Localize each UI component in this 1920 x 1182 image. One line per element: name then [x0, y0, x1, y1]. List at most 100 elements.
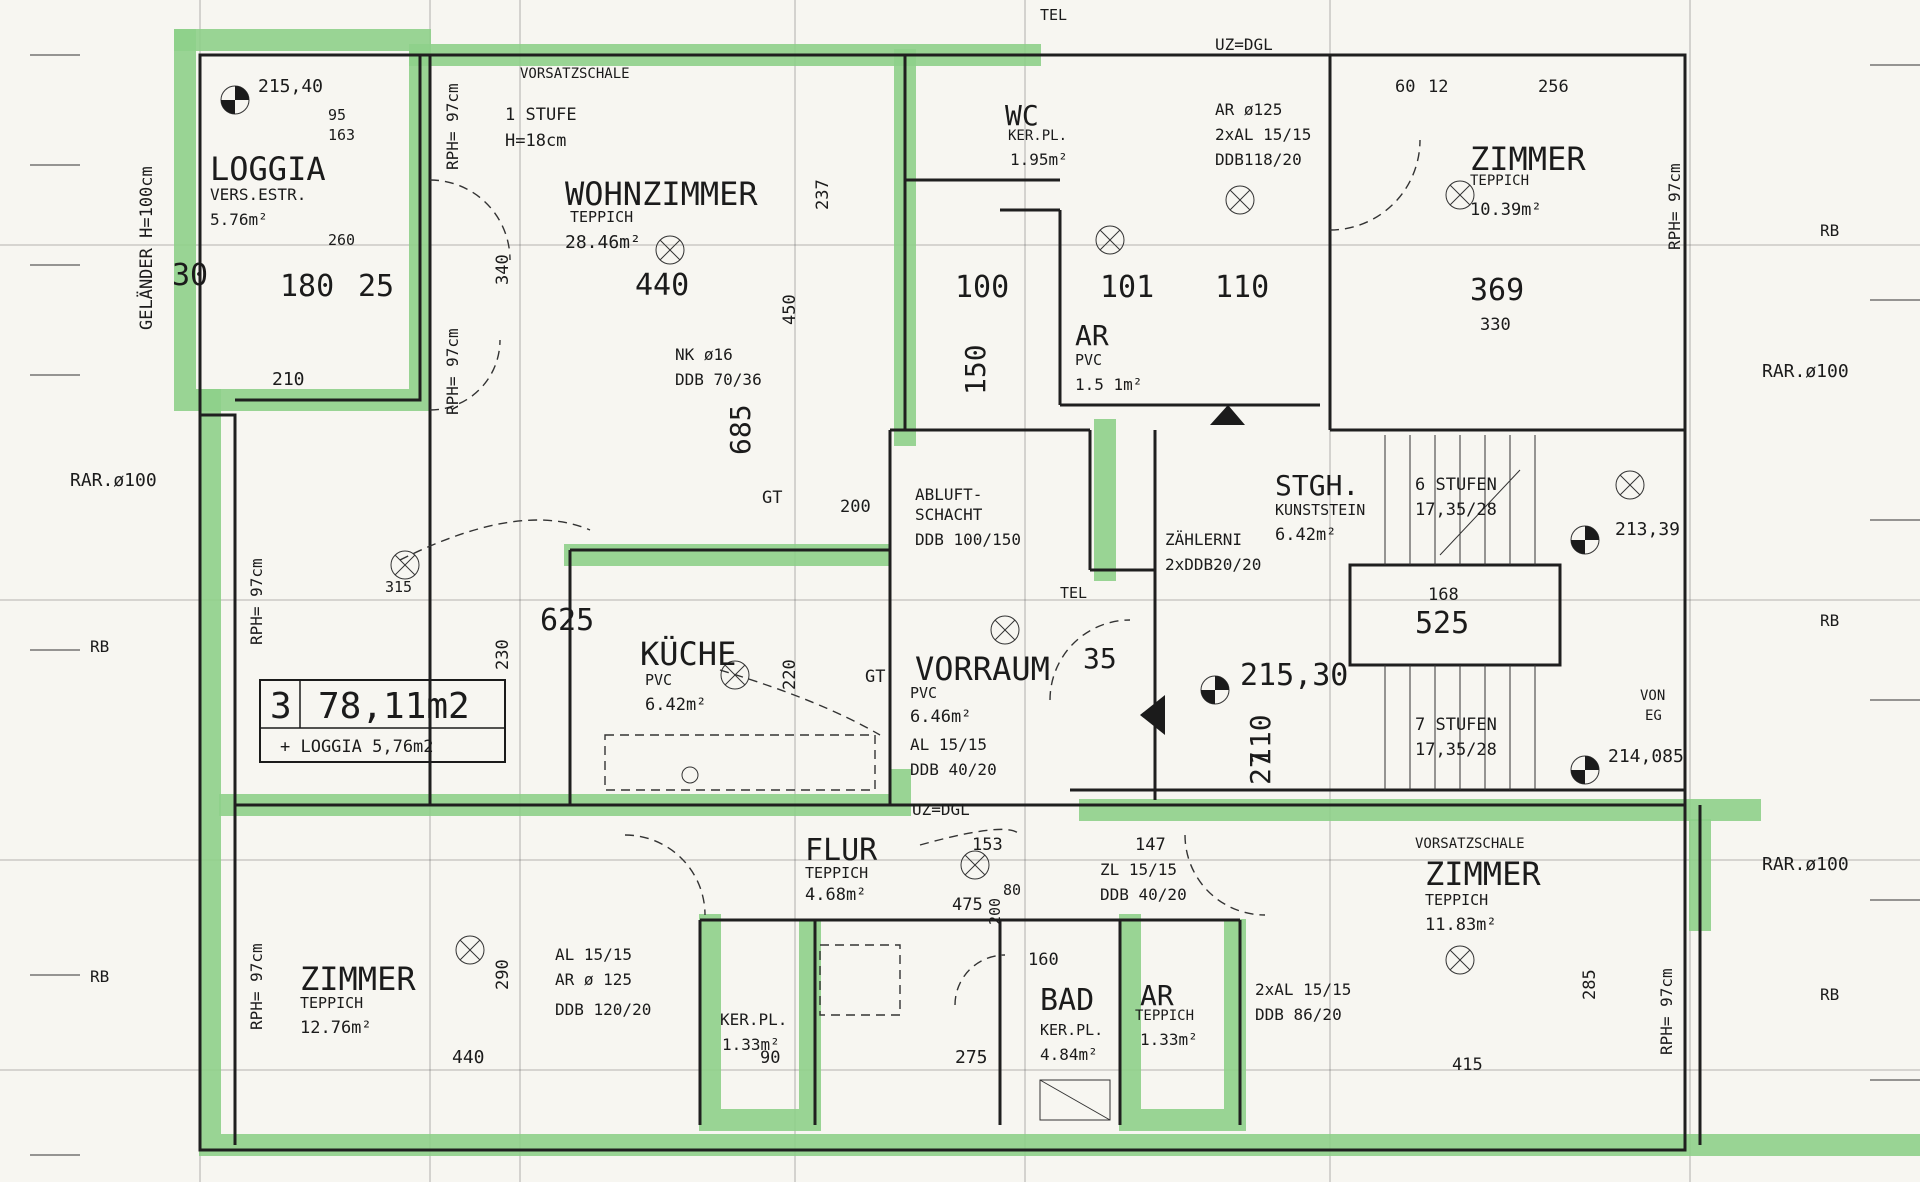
flur-note: AL 15/15 [555, 945, 632, 964]
dimension-value: 275 [955, 1047, 988, 1068]
svg-text:1.33m²: 1.33m² [722, 1035, 780, 1054]
dimension-value: 12 [1428, 77, 1448, 97]
zaehler-note: 2xDDB20/20 [1165, 555, 1261, 574]
svg-text:KÜCHE: KÜCHE [640, 635, 736, 673]
tel-note: TEL [1040, 6, 1067, 24]
room-zimmer-bottom-left: ZIMMER TEPPICH 12.76m² [300, 960, 416, 1038]
dimension-value: 80 [1003, 881, 1021, 899]
rb-label: RB [90, 967, 109, 986]
svg-text:12.76m²: 12.76m² [300, 1018, 372, 1038]
flur-note: AR ø 125 [555, 970, 632, 989]
ar-note: 2xAL 15/15 [1215, 125, 1311, 144]
level-value: 215,40 [258, 76, 323, 97]
level-marker-icon [220, 85, 250, 115]
dimension-value: 440 [452, 1047, 485, 1068]
svg-text:6.42m²: 6.42m² [645, 695, 706, 715]
level-marker-icon [1570, 525, 1600, 555]
rar-label-right-bottom: RAR.ø100 [1762, 854, 1849, 875]
svg-text:TEPPICH: TEPPICH [1135, 1008, 1194, 1024]
dimension-value: 450 [780, 294, 800, 325]
rb-label: RB [90, 637, 109, 656]
stair-treads [1384, 435, 1536, 790]
dimension-value: 290 [493, 959, 513, 990]
dimension-value: 101 [1100, 270, 1154, 305]
dimension-value: 625 [540, 603, 594, 638]
level-marker-icon [1570, 755, 1600, 785]
svg-text:KER.PL.: KER.PL. [720, 1010, 787, 1029]
dimension-value: 340 [493, 254, 513, 285]
section-arrow-icon [1210, 405, 1245, 425]
tel-note: TEL [1060, 584, 1087, 602]
light-icon [455, 935, 485, 965]
room-zimmer-bottom-right: ZIMMER TEPPICH 11.83m² [1425, 855, 1541, 935]
dimension-value: 285 [1580, 969, 1600, 1000]
zl-note: DDB 40/20 [1100, 885, 1187, 904]
dimension-value: 163 [328, 126, 355, 144]
svg-text:1.33m²: 1.33m² [1140, 1030, 1198, 1049]
dimension-value: 147 [1135, 835, 1166, 855]
rph-label: RPH= 97cm [443, 83, 462, 170]
svg-text:ZIMMER: ZIMMER [1425, 855, 1541, 893]
svg-text:BAD: BAD [1040, 983, 1094, 1018]
svg-text:VERS.ESTR.: VERS.ESTR. [210, 185, 306, 204]
room-wc: WC KER.PL. 1.95m² [1005, 99, 1068, 169]
svg-text:VORRAUM: VORRAUM [915, 650, 1050, 688]
gt-note: GT [865, 667, 885, 687]
step-height-label: H=18cm [505, 131, 566, 151]
ar-note: AR ø125 [1215, 100, 1282, 119]
room-wohnzimmer: WOHNZIMMER TEPPICH 28.46m² [565, 175, 758, 253]
step-label: 1 STUFE [505, 105, 577, 125]
kitchen-counter [604, 734, 876, 791]
rar-label-left: RAR.ø100 [70, 470, 157, 491]
room-stgh: STGH. KUNSTSTEIN 6.42m² [1275, 469, 1365, 545]
stufen-note: 17,35/28 [1415, 740, 1497, 760]
von-eg-note: VON [1640, 688, 1665, 704]
bad-note: 2xAL 15/15 [1255, 980, 1351, 999]
light-icon [1225, 185, 1255, 215]
level-value: 215,30 [1240, 658, 1348, 693]
svg-text:LOGGIA: LOGGIA [210, 150, 326, 188]
svg-text:KUNSTSTEIN: KUNSTSTEIN [1275, 501, 1365, 519]
light-icon [990, 615, 1020, 645]
room-ar-bottom: AR TEPPICH 1.33m² [1135, 979, 1198, 1049]
light-icon [390, 550, 420, 580]
dimension-value: 210 [272, 369, 305, 390]
dimension-value: 220 [780, 659, 800, 690]
level-value: 213,39 [1615, 519, 1680, 540]
dimension-value: 200 [986, 898, 1004, 925]
rph-label: RPH= 97cm [1657, 968, 1676, 1055]
svg-text:TEPPICH: TEPPICH [805, 864, 868, 882]
light-icon [1095, 225, 1125, 255]
washing-machine-box [819, 944, 901, 1016]
dimension-value: 153 [972, 835, 1003, 855]
svg-text:AR: AR [1140, 979, 1174, 1012]
section-arrow-icon [1140, 695, 1165, 735]
dimension-value: 440 [635, 268, 689, 303]
railing-label: GELÄNDER H=100cm [136, 166, 157, 330]
svg-text:4.84m²: 4.84m² [1040, 1045, 1098, 1064]
svg-text:ZIMMER: ZIMMER [300, 960, 416, 998]
abluft-note: DDB 100/150 [915, 530, 1021, 549]
dimension-value: 330 [1480, 315, 1511, 335]
svg-text:ZIMMER: ZIMMER [1470, 140, 1586, 178]
vorraum-note: DDB 40/20 [910, 760, 997, 779]
dimension-value: 260 [328, 231, 355, 249]
vorsatzschale-label: VORSATZSCHALE [1415, 836, 1525, 852]
stufen-note: 6 STUFEN [1415, 475, 1497, 495]
rb-label: RB [1820, 611, 1839, 630]
svg-text:KER.PL.: KER.PL. [1040, 1021, 1103, 1039]
room-zimmer-top-right: ZIMMER TEPPICH 10.39m² [1470, 140, 1586, 220]
vorsatzschale-label: VORSATZSCHALE [520, 66, 630, 82]
svg-text:PVC: PVC [645, 671, 672, 689]
svg-text:FLUR: FLUR [805, 833, 878, 868]
unit-number: 3 [270, 686, 292, 727]
svg-text:TEPPICH: TEPPICH [300, 994, 363, 1012]
uz-dgl-note: UZ=DGL [912, 800, 970, 819]
svg-text:PVC: PVC [1075, 351, 1102, 369]
svg-text:1.95m²: 1.95m² [1010, 150, 1068, 169]
dimension-value: 685 [724, 404, 757, 455]
uz-dgl-note: UZ=DGL [1215, 35, 1273, 54]
dimension-value: 90 [760, 1048, 780, 1068]
room-loggia: LOGGIA VERS.ESTR. 5.76m² [210, 150, 326, 229]
